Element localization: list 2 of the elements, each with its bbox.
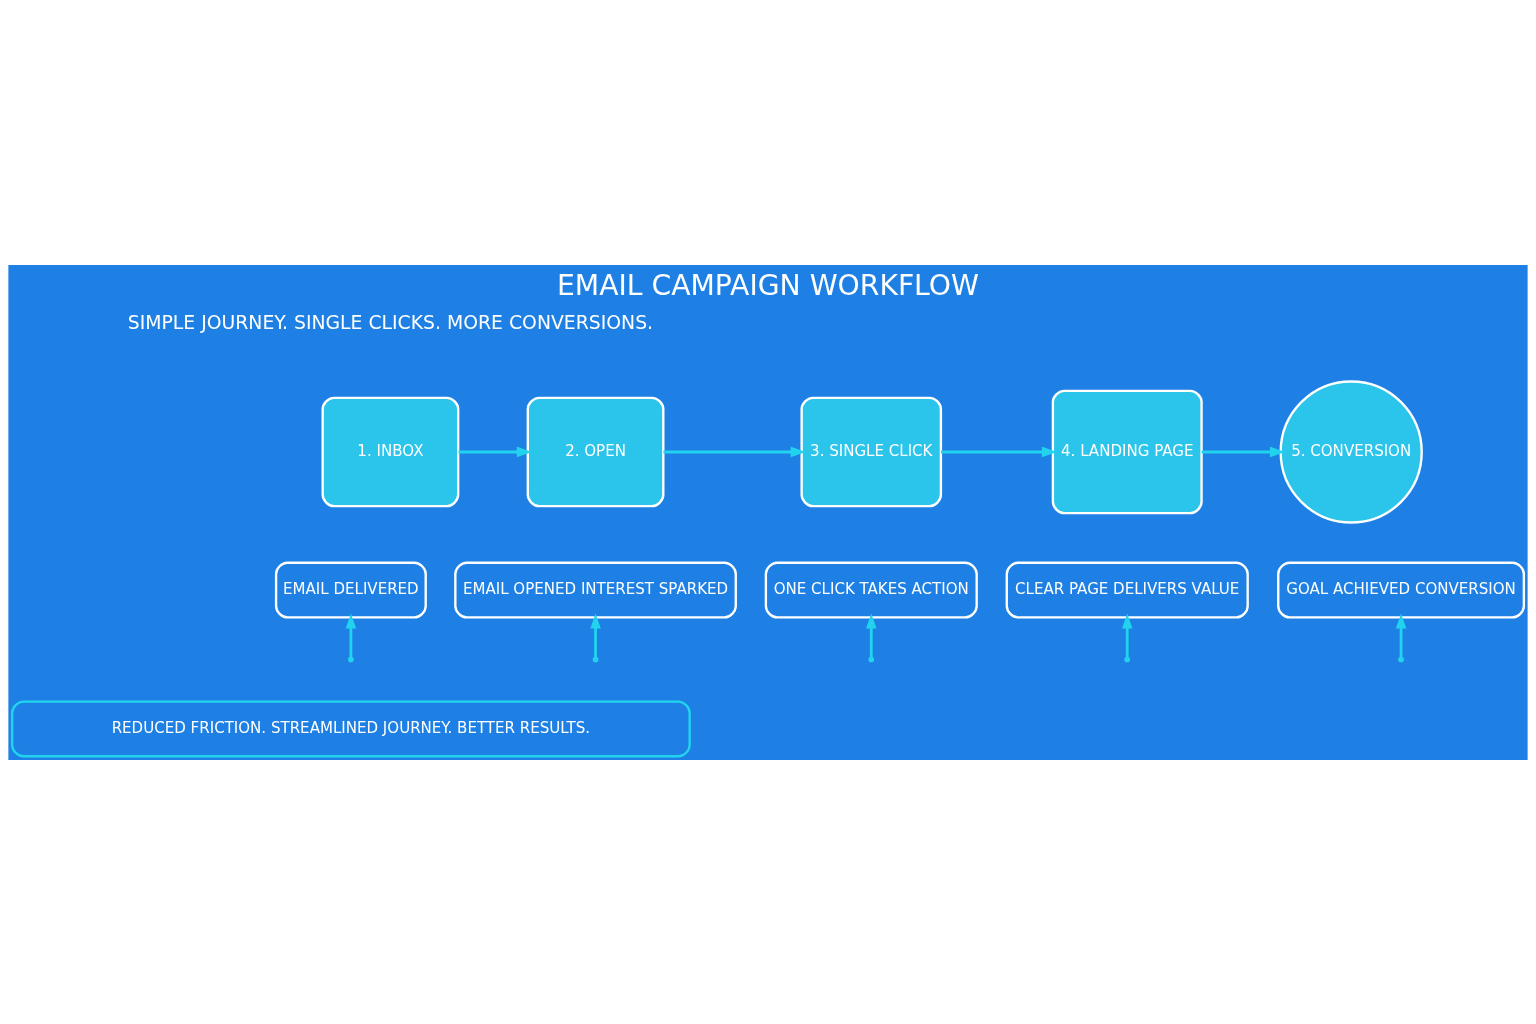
label: SIMPLE JOURNEY. SINGLE CLICKS. MORE CONVERSIONS. bbox=[127, 311, 654, 333]
diagram-title: EMAIL CAMPAIGN WORKFLOW bbox=[557, 268, 979, 302]
